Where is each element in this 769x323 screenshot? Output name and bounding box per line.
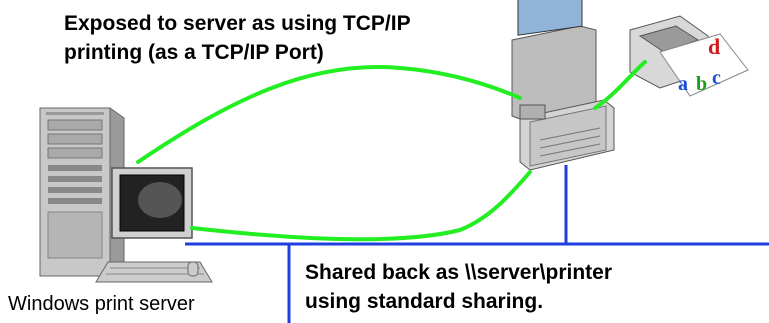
svg-text:c: c <box>712 67 721 89</box>
svg-text:a: a <box>678 73 688 95</box>
server-caption: Windows print server <box>8 293 195 315</box>
server-computer-icon <box>39 107 213 283</box>
bottom-label-line2: using standard sharing. <box>305 290 544 313</box>
client-computer-icon <box>511 0 615 171</box>
svg-text:d: d <box>708 34 720 59</box>
svg-text:b: b <box>696 73 707 95</box>
tcpip-links <box>136 60 647 242</box>
tcpip-link-upper <box>136 65 522 164</box>
network-lines <box>185 165 769 323</box>
top-label-line1: Exposed to server as using TCP/IP <box>64 12 411 35</box>
top-label-line2: printing (as a TCP/IP Port) <box>64 41 324 64</box>
printer-icon: d a b c <box>629 15 749 97</box>
bottom-label-line1: Shared back as \\server\printer <box>305 261 612 284</box>
printer-cable <box>593 60 647 110</box>
tcpip-link-lower <box>190 170 532 242</box>
